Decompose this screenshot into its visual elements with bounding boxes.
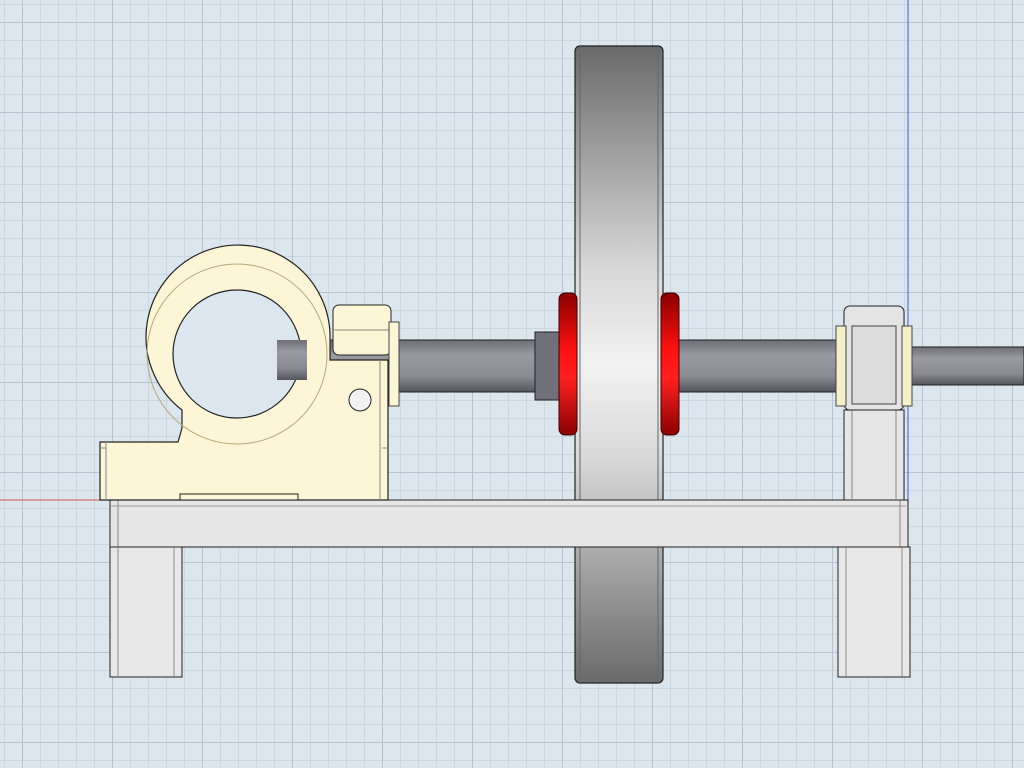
right-support-post[interactable] [835,305,913,501]
bearing-housing[interactable] [99,244,389,501]
base-plate[interactable] [109,499,909,548]
bearing-block[interactable] [332,304,400,407]
flywheel[interactable] [574,45,664,684]
right-leg[interactable] [837,546,911,678]
left-leg[interactable] [109,546,183,678]
flywheel-hub-collars[interactable] [558,292,680,436]
